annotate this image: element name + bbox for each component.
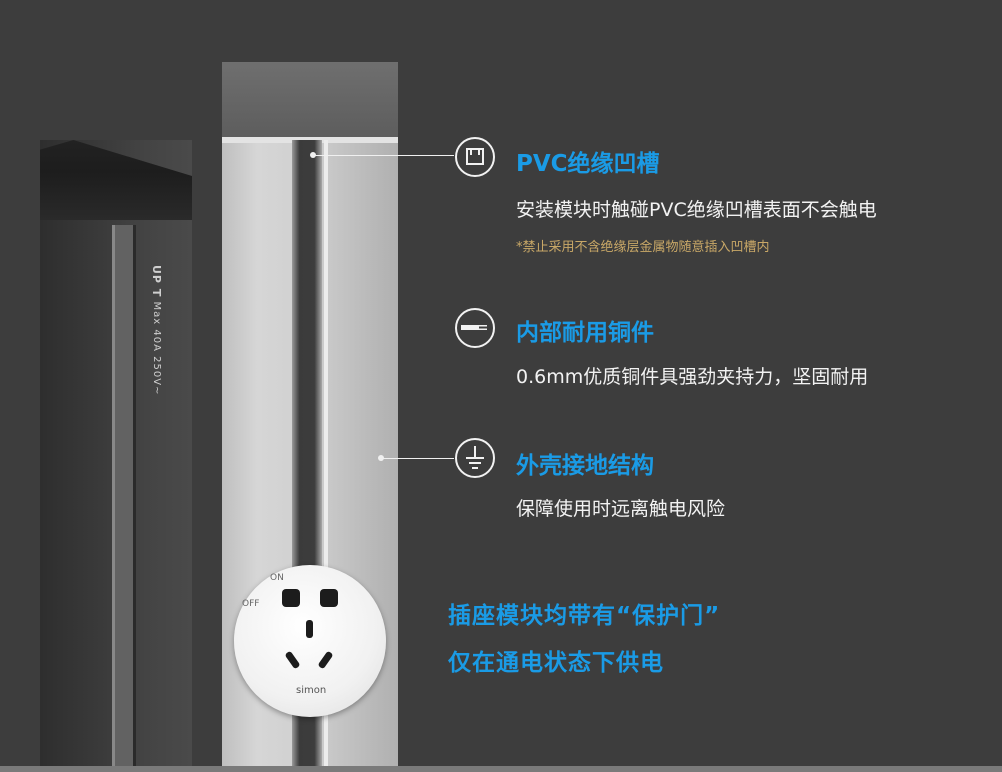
socket-hole (317, 650, 334, 670)
socket-brand: simon (296, 685, 327, 696)
silver-rail-edge (324, 140, 328, 772)
pointer-dot (310, 152, 316, 158)
socket-on-label: ON (270, 573, 284, 583)
socket-hole (320, 589, 338, 607)
dark-rail-label: UP T Max 40A 250V~ (150, 265, 163, 395)
socket-hole (306, 620, 313, 638)
safety-line-2: 仅在通电状态下供电 (448, 650, 664, 676)
feature-title: PVC绝缘凹槽 (516, 151, 660, 177)
dark-rail-rating: Max 40A 250V~ (151, 301, 162, 396)
socket-hole (282, 589, 300, 607)
socket-module: OFF ON simon (234, 565, 386, 717)
bottom-strip (0, 766, 1002, 772)
socket-off-label: OFF (242, 599, 260, 609)
socket-outline-icon (455, 137, 495, 177)
dark-rail-slot (112, 225, 136, 772)
feature-desc: 0.6mm优质铜件具强劲夹持力，坚固耐用 (516, 366, 869, 388)
pointer-line (314, 155, 454, 156)
pointer-dot (378, 455, 384, 461)
feature-desc: 保障使用时远离触电风险 (516, 498, 726, 520)
dark-rail-model: UP T (150, 265, 163, 298)
silver-rail-cap (222, 62, 398, 143)
ground-icon (455, 438, 495, 478)
copper-bar-icon (455, 308, 495, 348)
pointer-line (382, 458, 454, 459)
feature-desc: 安装模块时触碰PVC绝缘凹槽表面不会触电 (516, 199, 877, 221)
safety-line-1: 插座模块均带有“保护门” (448, 603, 721, 629)
socket-hole (284, 650, 301, 670)
feature-title: 外壳接地结构 (516, 453, 654, 479)
feature-title: 内部耐用铜件 (516, 320, 654, 346)
feature-note: *禁止采用不含绝缘层金属物随意插入凹槽内 (516, 240, 770, 255)
